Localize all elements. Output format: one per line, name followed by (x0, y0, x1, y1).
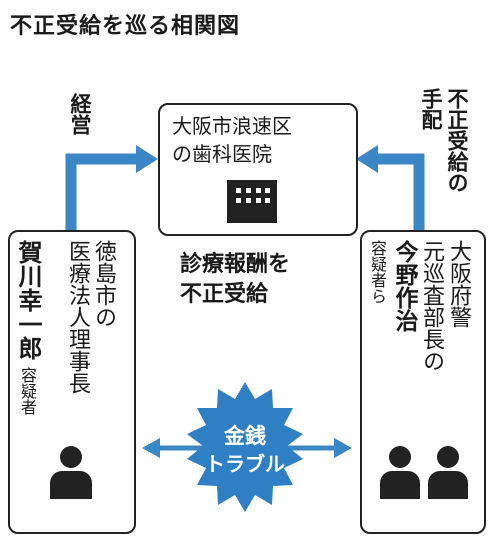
clinic-name-line2: の歯科医院 (172, 142, 272, 166)
center-label-1: 診療報酬を (180, 252, 291, 277)
money-trouble-burst (187, 382, 303, 512)
diagram-title: 不正受給を巡る相関図 (10, 14, 241, 39)
trouble-arrowhead-right (334, 438, 352, 458)
management-arrowhead (136, 145, 158, 173)
person-icon-left (50, 446, 92, 502)
burst-label-1: 金銭 (224, 424, 266, 448)
left-org-col1: 徳島市の (91, 240, 116, 328)
right-org-col2: 元巡査部長の (419, 240, 444, 372)
management-label: 経営 (68, 93, 92, 135)
left-person-name: 賀川幸一郎 (14, 240, 42, 360)
clinic-name-line1: 大阪市浪速区 (172, 114, 292, 138)
right-org-col1: 大阪府警 (446, 240, 471, 328)
fraud-label: 不正受給の (445, 88, 469, 193)
center-label-2: 不正受給 (180, 282, 269, 307)
trouble-arrowhead-left (142, 438, 160, 458)
left-org-col2: 医療法人理事長 (65, 240, 90, 394)
right-person-suffix: 容疑者ら (368, 240, 387, 304)
person-icon-right-2 (428, 446, 468, 502)
right-person-name: 今野作治 (391, 240, 417, 332)
management-arrow (65, 153, 138, 232)
person-icon-right-1 (380, 446, 420, 502)
arrangement-label: 手配 (419, 88, 443, 130)
left-person-suffix: 容疑者 (18, 367, 37, 415)
burst-label-2: トラブル (205, 452, 285, 476)
arrangement-arrowhead (356, 145, 378, 173)
arrangement-arrow (376, 153, 425, 232)
building-icon (227, 180, 277, 223)
